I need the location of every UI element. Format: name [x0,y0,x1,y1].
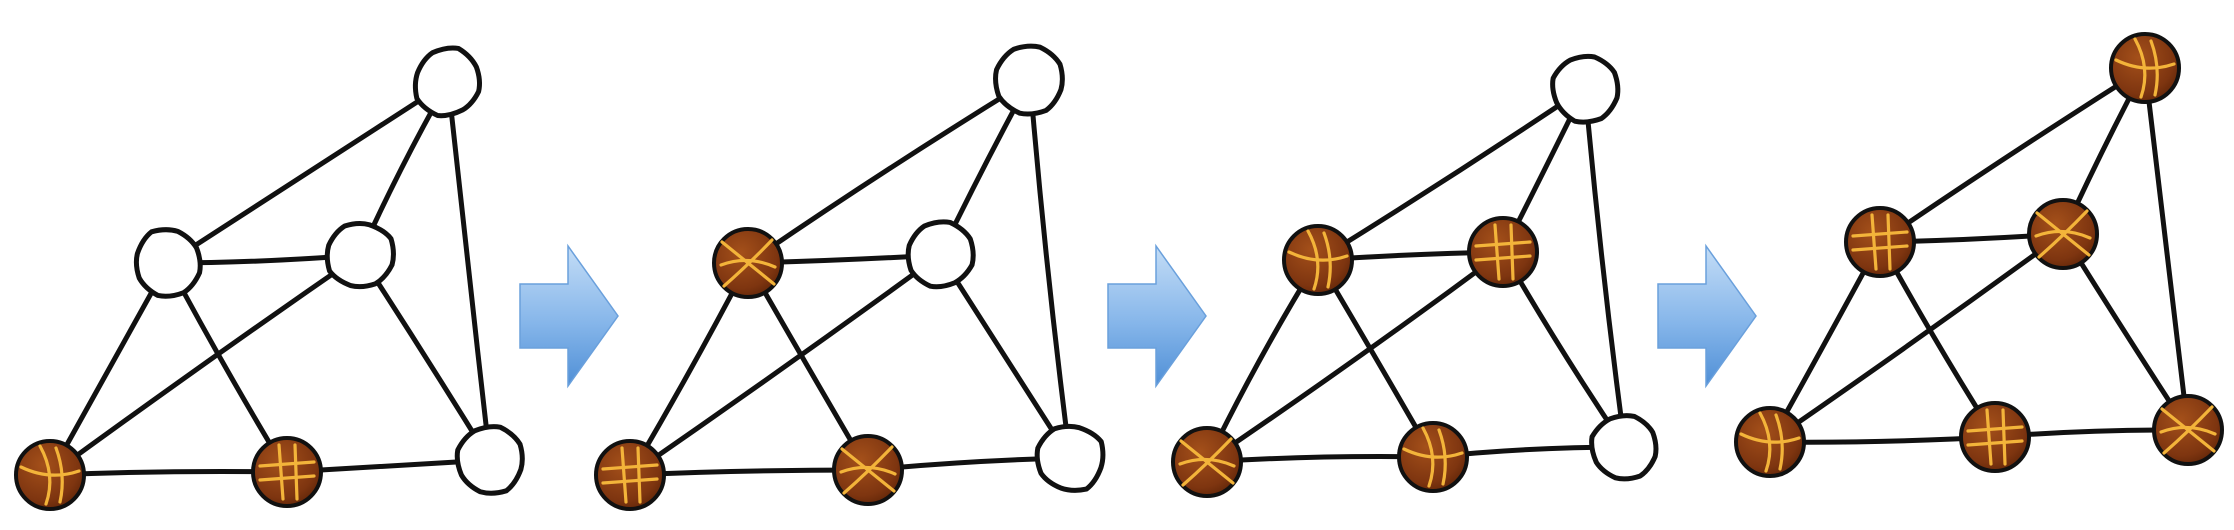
stage-4-node-bottom_left-basketball-icon [1734,406,1806,478]
stage-2-edges [627,77,1073,478]
stage-1-edge-mid_left-bottom_left [47,260,171,478]
stage-1-node-top-empty-circle-icon [412,45,483,119]
stage-4-edge-top-mid_left [1877,65,2148,245]
stage-3-nodes [1171,53,1659,498]
stage-3-node-mid_right-basketball-icon [1467,216,1539,288]
stage-2-node-bottom_right-empty-circle-icon [1034,423,1106,493]
stage-1-edge-top-bottom_right [445,79,493,463]
stage-1-edge-top-mid_left [165,79,451,266]
stage-2-edge-mid_right-bottom_left [627,252,943,478]
stage-1-edge-mid_left-bottom_mid [165,260,290,475]
stage-3-edge-top-mid_left [1315,85,1588,263]
stage-4-node-mid_left-basketball-icon [1844,206,1916,278]
step-1-arrow-right-icon [519,243,619,389]
stage-4-nodes [1734,32,2224,478]
stage-4-edge-mid_right-bottom_left [1767,231,2066,445]
stage-3-node-mid_left-basketball-icon [1282,224,1354,296]
stage-2-node-mid_right-empty-circle-icon [905,219,976,290]
stage-4-node-bottom_mid-basketball-icon [1959,401,2031,473]
stage-4-node-top-basketball-icon [2109,32,2181,104]
stage-4-node-bottom_right-basketball-icon [2152,394,2224,466]
stage-2-edge-top-mid_left [745,77,1033,266]
stage-3-edge-top-bottom_right [1582,85,1628,450]
stage-2-edge-mid_left-bottom_left [627,260,751,478]
stage-4-edge-top-bottom_right [2142,65,2191,433]
stage-1-node-bottom_mid-basketball-icon [251,436,323,508]
stage-1-edge-mid_right-bottom_left [47,252,363,478]
stage-3-edge-mid_right-bottom_left [1204,249,1506,465]
stage-4-edges [1767,65,2191,445]
stage-3-node-top-empty-circle-icon [1550,53,1621,125]
stage-2-node-top-empty-circle-icon [993,43,1065,117]
stage-1-node-mid_left-empty-circle-icon [133,227,203,299]
step-2-arrow-right-icon [1107,243,1207,389]
stage-2-node-bottom_mid-basketball-icon [832,434,904,506]
stage-2-nodes [594,43,1106,511]
stage-1-node-bottom_right-empty-circle-icon [454,424,525,496]
stage-2-edge-top-bottom_right [1027,77,1073,461]
stage-2-node-bottom_left-basketball-icon [594,439,666,511]
stage-1-node-mid_right-empty-circle-icon [324,221,396,290]
stage-4-node-mid_right-basketball-icon [2027,198,2099,270]
step-3-arrow-right-icon [1657,243,1757,389]
stage-1-edges [47,79,493,478]
stage-2-node-mid_left-basketball-icon [712,227,784,299]
stage-1-node-bottom_left-basketball-icon [14,439,86,511]
stage-3-node-bottom_mid-basketball-icon [1397,421,1469,493]
stage-3-node-bottom_left-basketball-icon [1171,426,1243,498]
stage-3-node-bottom_right-empty-circle-icon [1589,413,1659,482]
stage-1-nodes [14,45,525,511]
stage-3-edges [1204,85,1628,465]
